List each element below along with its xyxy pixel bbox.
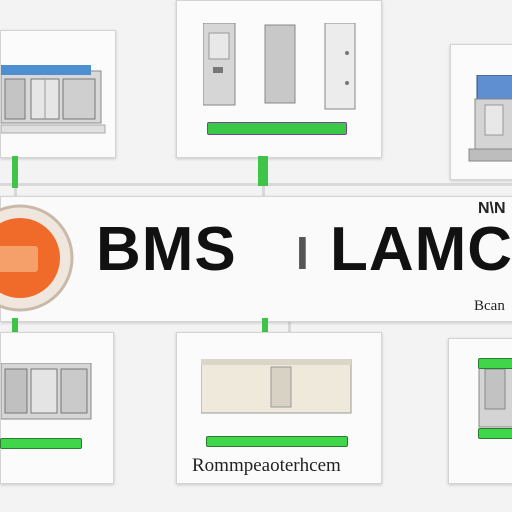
banner-title-left: BMS	[96, 215, 237, 284]
panel-bottom-left	[0, 332, 114, 484]
server-cabinet-icon	[1, 65, 106, 134]
tower-cabinet-icon	[478, 360, 512, 428]
panel-bottom-center	[176, 332, 382, 484]
banner-title-right: LAMC	[330, 215, 512, 284]
green-connector-top-left	[12, 156, 18, 188]
rack-cabinet-icon	[1, 363, 92, 420]
banner-corner-top-right: N\N	[478, 200, 506, 217]
status-bar-bottom-center	[206, 436, 348, 447]
hvac-unit-icon	[468, 75, 512, 162]
equipment-cabinet-icon	[201, 359, 352, 414]
panel-top-right	[450, 44, 512, 180]
wire-horizontal-top	[0, 183, 512, 186]
bms-logo-icon	[0, 204, 74, 312]
panel-top-center-label	[207, 122, 347, 135]
status-bar-bottom-right-top	[478, 358, 512, 369]
bms-banner	[0, 196, 512, 322]
status-bar-bottom-right-bottom	[478, 428, 512, 439]
status-bar-bottom-left	[0, 438, 82, 449]
panel-bottom-center-caption: Rommpeaoterhcem	[192, 455, 341, 476]
panel-top-left	[0, 30, 116, 158]
control-cabinet-icon	[203, 23, 356, 110]
banner-corner-bottom-right: Bcan	[474, 298, 505, 314]
green-connector-top-center	[258, 156, 268, 186]
banner-title-right-prefix: I	[296, 227, 310, 279]
